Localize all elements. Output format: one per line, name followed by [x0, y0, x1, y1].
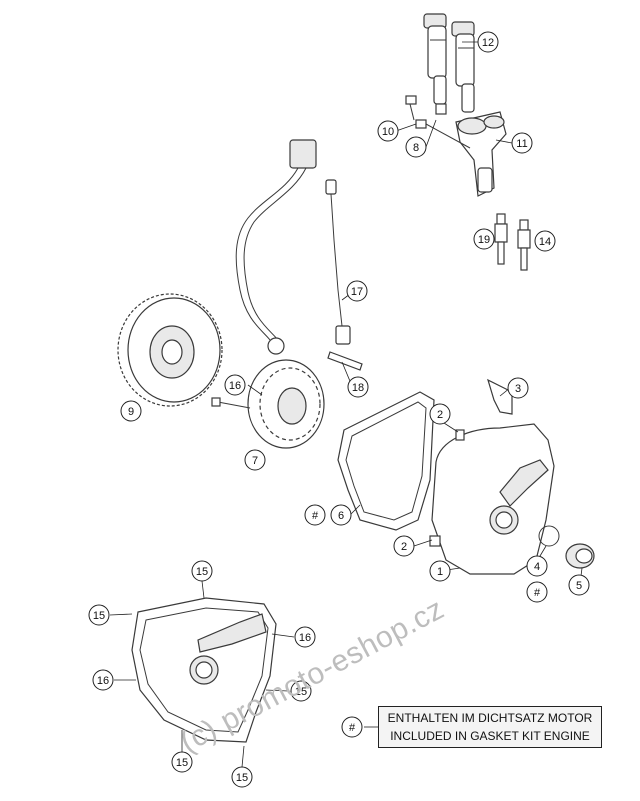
legend-line-english: INCLUDED IN GASKET KIT ENGINE — [390, 729, 590, 743]
svg-text:12: 12 — [482, 37, 494, 49]
svg-text:#: # — [312, 510, 319, 522]
callout-16-right: 16 — [294, 626, 316, 648]
callout-3: 3 — [507, 377, 529, 399]
svg-text:6: 6 — [338, 510, 344, 522]
svg-text:14: 14 — [539, 236, 551, 248]
callout-14: 14 — [534, 230, 556, 252]
svg-text:15: 15 — [295, 686, 307, 698]
stator — [211, 337, 325, 449]
sensor-cable — [325, 179, 363, 371]
spark-plugs — [494, 213, 531, 271]
callout-4-hash: # — [526, 581, 548, 603]
svg-text:5: 5 — [576, 580, 582, 592]
svg-text:3: 3 — [515, 383, 521, 395]
callout-7: 7 — [244, 449, 266, 471]
callout-12: 12 — [477, 31, 499, 53]
callout-9: 9 — [120, 400, 142, 422]
callout-6: 6 — [330, 504, 352, 526]
callout-18: 18 — [347, 376, 369, 398]
callout-1: 1 — [429, 560, 451, 582]
callout-15-right: 15 — [290, 680, 312, 702]
callout-4: 4 — [526, 555, 548, 577]
svg-text:15: 15 — [236, 772, 248, 784]
callout-15-top: 15 — [191, 560, 213, 582]
callout-15-left-top: 15 — [88, 604, 110, 626]
callout-2-bottom: 2 — [393, 535, 415, 557]
svg-text:16: 16 — [299, 632, 311, 644]
callout-2-top: 2 — [429, 403, 451, 425]
svg-text:11: 11 — [516, 138, 527, 150]
svg-text:15: 15 — [176, 757, 188, 769]
svg-text:15: 15 — [93, 610, 105, 622]
gasket — [337, 391, 435, 531]
callout-5: 5 — [568, 574, 590, 596]
svg-text:2: 2 — [437, 409, 443, 421]
callout-11: 11 — [511, 132, 533, 154]
callout-6-hash: # — [304, 504, 326, 526]
svg-text:#: # — [349, 722, 356, 734]
flywheel — [117, 293, 223, 407]
stator-wiring — [235, 139, 317, 341]
cover-assembled — [131, 597, 277, 743]
legend-hash: # — [341, 716, 363, 738]
svg-text:1: 1 — [437, 566, 443, 578]
callout-10: 10 — [377, 120, 399, 142]
svg-text:16: 16 — [229, 380, 241, 392]
svg-text:2: 2 — [401, 541, 407, 553]
sensor-bracket — [455, 111, 507, 197]
legend-line-german: ENTHALTEN IM DICHTSATZ MOTOR — [387, 711, 593, 725]
callout-8: 8 — [405, 136, 427, 158]
ignition-coils — [423, 13, 475, 113]
svg-text:#: # — [534, 587, 541, 599]
callout-15-bottom-right: 15 — [231, 766, 253, 788]
callout-16-left: 16 — [92, 669, 114, 691]
svg-text:16: 16 — [97, 675, 109, 687]
svg-text:17: 17 — [351, 286, 363, 298]
svg-text:15: 15 — [196, 566, 208, 578]
svg-text:10: 10 — [382, 126, 394, 138]
callout-17: 17 — [346, 280, 368, 302]
svg-text:18: 18 — [352, 382, 364, 394]
svg-text:8: 8 — [413, 142, 419, 154]
svg-text:4: 4 — [534, 561, 540, 573]
callout-16-stator: 16 — [224, 374, 246, 396]
gasket-kit-legend: ENTHALTEN IM DICHTSATZ MOTOR INCLUDED IN… — [378, 706, 602, 748]
o-ring-and-plug — [538, 525, 595, 569]
callout-19: 19 — [473, 228, 495, 250]
svg-text:9: 9 — [128, 406, 134, 418]
callout-15-bottom-left: 15 — [171, 751, 193, 773]
svg-text:19: 19 — [478, 234, 490, 246]
svg-text:7: 7 — [252, 455, 258, 467]
